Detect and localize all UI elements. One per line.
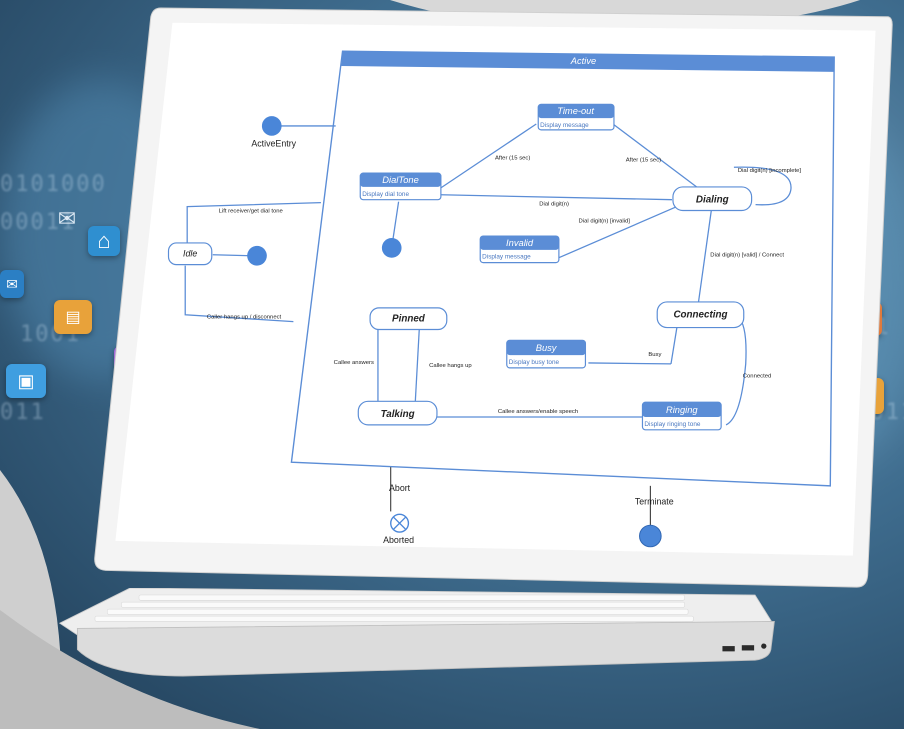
transition-label: Dial digit(n) [539,202,569,208]
edge-busy-b [588,362,671,365]
transition-label: Callee answers [334,360,374,366]
binary-text: 00011 [0,210,77,235]
edge-invalid [558,205,678,259]
transition-label: Callee hangs up [429,363,472,369]
dialtone-header [360,173,441,187]
transition-label: Connected [743,374,772,380]
idle-title: Idle [183,249,197,259]
edge-to-timeout [440,123,537,189]
active-entry-label: ActiveEntry [251,139,296,149]
dialing-state [672,186,753,212]
connecting-title: Connecting [673,310,727,321]
audio-jack [761,643,767,649]
invalid-title: Invalid [506,238,534,248]
home-icon: ⌂ [88,226,120,256]
transition-label: After (15 sec) [626,157,661,163]
state-diagram: Active ActiveEntry Abort Aborted Termina… [167,50,835,548]
busy-title: Busy [536,343,558,353]
dialtone-title: DialTone [382,175,418,185]
news-icon: ▤ [54,300,92,334]
pinned-state [369,307,448,331]
ringing-title: Ringing [666,405,698,415]
edge-dialtone-final [392,201,400,242]
edge-lift-receiver [186,202,321,243]
aborted-label: Aborted [383,535,414,545]
talking-title: Talking [381,409,415,420]
binary-text: 011 [0,400,46,425]
active-entry-point [261,116,282,136]
transition-label: After (15 sec) [495,155,530,161]
transition-label: Dial digit(n) [incomplete] [738,168,802,174]
usb-port [722,646,735,652]
timeout-title: Time-out [557,106,594,116]
binary-text: 0101000 [0,172,107,197]
base-edge [76,620,775,677]
busy-header [506,340,586,356]
ringing-header [642,402,722,418]
edge-busy-a [670,327,678,365]
transition-label: Callee answers/enable speech [498,409,578,415]
edge-valid [697,210,712,303]
keys [94,594,694,622]
terminate-state [639,524,662,548]
edge-hangup [184,265,294,323]
abort-label: Abort [389,483,411,493]
dialing-title: Dialing [696,195,729,206]
aborted-cross [393,516,406,530]
edge-to-timeout-b [612,123,697,188]
idle-initial-state [247,245,267,266]
timeout-header [538,104,614,119]
edge-callee-hangs [414,329,420,402]
transition-label: Caller hangs up / disconnect [207,315,282,321]
dialtone-final-state [381,238,402,258]
connecting-state [656,301,745,329]
save-icon: ▣ [6,364,46,398]
laptop-base [58,588,775,677]
talking-state [357,400,438,426]
edge-idle-init [212,254,252,257]
transition-label: Busy [648,352,661,358]
active-header [341,51,835,72]
dialtone-activity: Display dial tone [362,191,409,198]
transition-label: Lift receiver/get dial tone [219,208,284,214]
usb-port [741,645,755,651]
busy-activity: Display busy tone [509,359,560,366]
ringing-activity: Display ringing tone [644,421,700,428]
active-title: Active [570,56,596,66]
pinned-title: Pinned [392,314,426,325]
laptop-screen: Active ActiveEntry Abort Aborted Termina… [94,7,893,588]
mail-icon: ✉ [0,270,24,298]
edge-dial-digit [440,194,672,201]
transition-label: Dial digit(n) [valid] / Connect [710,253,784,259]
invalid-header [480,236,559,250]
edge-incomplete [733,166,792,206]
timeout-activity: Display message [540,122,589,129]
edge-connected [725,316,747,426]
terminate-label: Terminate [635,497,674,507]
idle-state [167,242,213,266]
mail-icon: ✉ [57,206,77,231]
display [115,22,876,556]
invalid-activity: Display message [482,254,531,261]
transition-label: Dial digit(n) [invalid] [579,218,631,224]
left-wave-dark [0,610,260,729]
